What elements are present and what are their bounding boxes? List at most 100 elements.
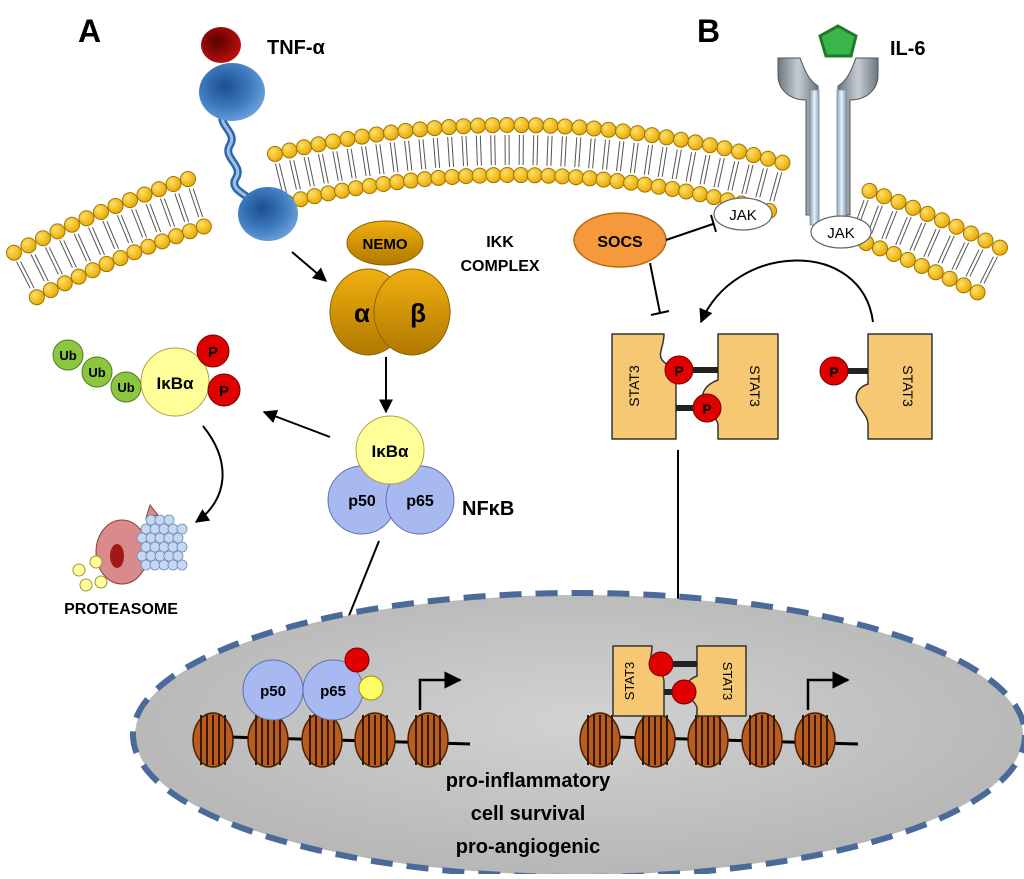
ikba-ub-label: IκBα (157, 374, 194, 393)
lipid-head (165, 176, 182, 193)
transcription-start-arrows (418, 671, 850, 710)
lipid-head (586, 120, 602, 137)
lipid-tail (418, 139, 423, 170)
lipid-tail (965, 249, 980, 277)
lipid-tail (350, 148, 357, 179)
lipid-tail (145, 203, 158, 233)
lipid-tail (59, 240, 73, 268)
lipid-tail (983, 256, 998, 284)
p65-label: p65 (406, 493, 434, 510)
ikk-complex-label-line1: IKK (486, 234, 514, 251)
lipid-head (528, 117, 544, 134)
chromatin (192, 712, 859, 768)
lipid-tail (332, 151, 339, 181)
ikk-complex-label-line2: COMPLEX (460, 258, 539, 275)
lipid-tail (536, 135, 539, 166)
outcome-line-3: pro-angiogenic (456, 836, 600, 858)
lipid-head (705, 189, 722, 206)
lipid-head (554, 168, 571, 185)
nuclear-stat3-label-right: STAT3 (720, 662, 735, 701)
lipid-tail (951, 242, 966, 270)
lipid-head (948, 218, 965, 235)
lipid-head (444, 168, 461, 185)
ikk-alpha-label: α (354, 298, 370, 328)
stat3-monomer (819, 333, 933, 440)
lipid-head (913, 257, 930, 274)
nucleosome (741, 712, 783, 768)
lipid-tail (389, 142, 395, 173)
lipid-head (499, 167, 516, 184)
nfkb-complex (327, 415, 455, 535)
lipid-tail (321, 153, 329, 184)
lipid-head (745, 147, 762, 164)
lipid-tail (131, 209, 144, 238)
ubiquitinated-ikba (52, 334, 241, 417)
lipid-tail (671, 149, 678, 180)
lipid-head (934, 212, 950, 229)
jak-left-label: JAK (729, 207, 757, 224)
lipid-head (595, 171, 612, 188)
lipid-tail (361, 146, 367, 177)
nuclear-p65-label: p65 (320, 683, 346, 700)
lipid-tail (375, 144, 381, 175)
lipid-tail (174, 193, 186, 222)
lipid-tail (475, 135, 478, 166)
lipid-tail (871, 205, 883, 234)
lipid-tail (73, 233, 87, 262)
lipid-head (320, 185, 337, 202)
ikk-beta-label: β (410, 298, 426, 328)
lipid-head (526, 167, 543, 184)
lipid-tail (661, 147, 668, 177)
lipid-tail (303, 156, 311, 187)
lipid-tail (48, 247, 63, 275)
lipid-head (389, 174, 406, 191)
lipid-head (383, 124, 399, 141)
lipid-tail (560, 136, 563, 167)
lipid-head (557, 118, 573, 135)
lipid-head (49, 223, 66, 240)
lipid-tail (404, 140, 409, 171)
lipid-tail (941, 235, 955, 264)
stat3-dimer-nuclear (612, 645, 747, 717)
lipid-tail (909, 222, 923, 251)
lipid-head (540, 167, 557, 184)
lipid-head (20, 237, 37, 254)
lipid-head (571, 119, 588, 136)
lipid-tail (913, 222, 927, 251)
lipid-tail (102, 221, 116, 250)
lipid-tail (633, 142, 639, 173)
outcome-line-1: pro-inflammatory (446, 770, 611, 792)
stat3-phospho-label-1: P (674, 363, 683, 379)
lipid-head (334, 182, 351, 199)
lipid-tail (490, 135, 492, 166)
lipid-head (402, 172, 419, 189)
lipid-head (84, 262, 101, 279)
nucleosome (192, 712, 234, 768)
lipid-head (64, 216, 80, 233)
lipid-tail (307, 156, 315, 187)
lipid-tail (885, 211, 898, 240)
lipid-tail (546, 135, 549, 166)
lipid-tail (657, 147, 664, 177)
lipid-head (267, 145, 283, 162)
socs-inhibition-lines (649, 214, 717, 316)
lipid-tail (192, 188, 204, 218)
lipid-tail (278, 163, 287, 193)
lipid-tail (289, 160, 297, 190)
lipid-head (774, 154, 791, 171)
lipid-tail (451, 136, 455, 167)
lipid-tail (629, 142, 635, 173)
lipid-tail (564, 136, 567, 167)
lipid-head (296, 139, 312, 156)
lipid-head (484, 117, 501, 134)
lipid-head (457, 168, 474, 185)
lipid-head (716, 140, 733, 157)
lipid-tail (699, 154, 707, 185)
lipid-head (426, 120, 443, 137)
lipid-head (623, 174, 640, 191)
lipid-tail (550, 135, 553, 166)
lipid-tail (685, 152, 693, 182)
lipid-tail (92, 227, 106, 256)
lipid-head (397, 122, 414, 139)
